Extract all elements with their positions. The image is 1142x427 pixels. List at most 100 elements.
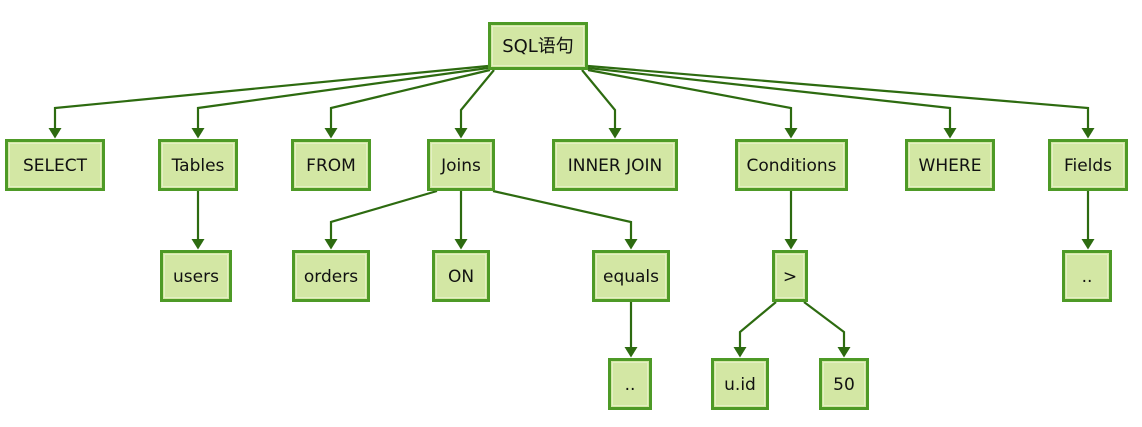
edge-line [196, 66, 489, 133]
node-label: orders [304, 267, 358, 287]
node-label: > [783, 267, 797, 287]
edge-line [587, 68, 793, 133]
node-label: .. [625, 375, 636, 395]
node-inner-highlight [162, 143, 234, 187]
node-inner-highlight [492, 26, 584, 66]
node-box[interactable] [488, 22, 588, 70]
arrow-head-icon [191, 239, 205, 250]
node-uid[interactable]: u.id [711, 358, 769, 410]
edge-line [329, 68, 491, 133]
arrow-head-icon [784, 239, 798, 250]
node-label: FROM [306, 156, 356, 176]
node-box[interactable] [552, 139, 678, 191]
node-inner-highlight [436, 254, 486, 298]
node-fields-dots[interactable]: .. [1062, 250, 1112, 302]
arrow-head-icon [943, 128, 957, 139]
node-box[interactable] [158, 139, 238, 191]
node-inner-highlight [823, 362, 865, 406]
node-label: users [173, 267, 219, 287]
node-box[interactable] [1048, 139, 1128, 191]
node-equals-dots[interactable]: .. [608, 358, 652, 410]
edge-line [492, 189, 633, 244]
node-root[interactable]: SQL语句 [488, 22, 588, 70]
edges-layer [48, 64, 1095, 358]
node-label: 50 [833, 375, 855, 395]
node-inner-highlight [715, 362, 765, 406]
node-fields[interactable]: Fields [1048, 139, 1128, 191]
node-on[interactable]: ON [432, 250, 490, 302]
node-box[interactable] [735, 139, 848, 191]
node-select[interactable]: SELECT [5, 139, 105, 191]
node-box[interactable] [292, 250, 370, 302]
edge-line [329, 189, 438, 244]
node-inner-highlight [1052, 143, 1124, 187]
node-label: Conditions [747, 156, 837, 176]
node-box[interactable] [608, 358, 652, 410]
node-label: u.id [724, 375, 756, 395]
node-label: WHERE [919, 156, 982, 176]
node-inner-highlight [612, 362, 648, 406]
node-inner-highlight [556, 143, 674, 187]
edge-gt-to-fifty [803, 301, 851, 358]
node-conditions[interactable]: Conditions [735, 139, 848, 191]
node-innerjoin[interactable]: INNER JOIN [552, 139, 678, 191]
arrow-head-icon [624, 347, 638, 358]
node-joins[interactable]: Joins [427, 139, 495, 191]
node-box[interactable] [1062, 250, 1112, 302]
edge-tables-to-users [191, 191, 205, 250]
node-where[interactable]: WHERE [905, 139, 995, 191]
node-inner-highlight [9, 143, 101, 187]
edge-joins-to-orders [324, 189, 438, 250]
edge-line [459, 69, 495, 133]
arrow-head-icon [784, 128, 798, 139]
edge-root-to-tables [191, 66, 489, 139]
node-label: Fields [1064, 156, 1112, 176]
node-box[interactable] [291, 139, 371, 191]
node-inner-highlight [739, 143, 844, 187]
edge-root-to-fields [587, 64, 1095, 139]
edge-joins-to-equals [492, 189, 638, 250]
node-box[interactable] [772, 250, 808, 302]
node-inner-highlight [776, 254, 804, 298]
edge-gt-to-uid [733, 301, 777, 358]
node-box[interactable] [592, 250, 670, 302]
arrow-head-icon [733, 347, 747, 358]
node-inner-highlight [596, 254, 666, 298]
arrow-head-icon [1081, 239, 1095, 250]
node-box[interactable] [432, 250, 490, 302]
node-gt[interactable]: > [772, 250, 808, 302]
arrow-head-icon [454, 128, 468, 139]
node-inner-highlight [1066, 254, 1108, 298]
node-orders[interactable]: orders [292, 250, 370, 302]
node-tables[interactable]: Tables [158, 139, 238, 191]
arrow-head-icon [324, 239, 338, 250]
node-users[interactable]: users [160, 250, 232, 302]
node-inner-highlight [431, 143, 491, 187]
node-inner-highlight [909, 143, 991, 187]
node-box[interactable] [905, 139, 995, 191]
edge-line [53, 64, 489, 133]
arrow-head-icon [454, 239, 468, 250]
edge-line [803, 301, 846, 352]
node-from[interactable]: FROM [291, 139, 371, 191]
arrow-head-icon [48, 128, 62, 139]
node-box[interactable] [160, 250, 232, 302]
node-box[interactable] [819, 358, 869, 410]
edge-conditions-to-gt [784, 191, 798, 250]
edge-root-to-from [324, 68, 491, 139]
node-inner-highlight [295, 143, 367, 187]
edge-root-to-select [48, 64, 489, 139]
node-equals[interactable]: equals [592, 250, 670, 302]
edge-fields-to-fields-dots [1081, 191, 1095, 250]
edge-line [587, 66, 952, 133]
node-fifty[interactable]: 50 [819, 358, 869, 410]
edge-root-to-where [587, 66, 957, 139]
node-label: .. [1082, 267, 1093, 287]
arrow-head-icon [837, 347, 851, 358]
node-inner-highlight [296, 254, 366, 298]
node-box[interactable] [427, 139, 495, 191]
node-box[interactable] [711, 358, 769, 410]
node-box[interactable] [5, 139, 105, 191]
